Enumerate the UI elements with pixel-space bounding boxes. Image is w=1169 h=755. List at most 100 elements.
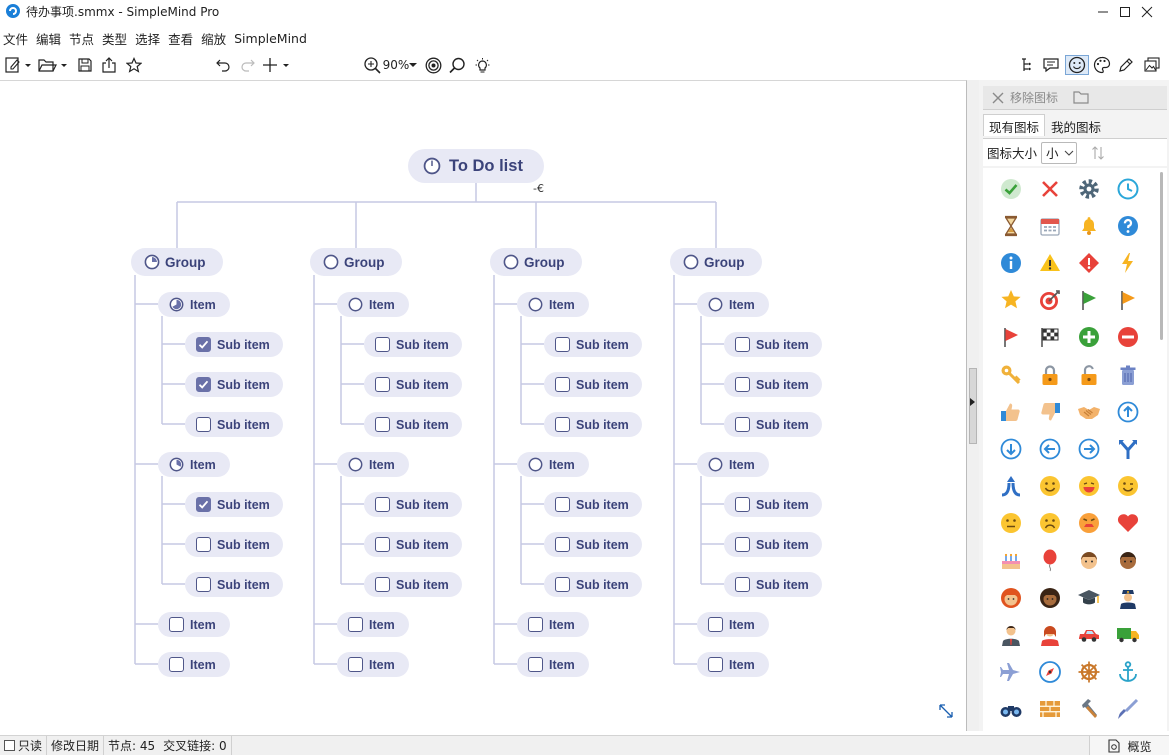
sub-item-node[interactable]: Sub item [364, 532, 462, 557]
icon-library-item[interactable] [1108, 430, 1147, 467]
new-document-button[interactable] [3, 55, 35, 75]
menu-type[interactable]: 类型 [102, 29, 127, 48]
sub-item-checkbox[interactable] [196, 577, 211, 592]
icon-library-item[interactable] [1108, 505, 1147, 542]
item-node[interactable]: Item [517, 652, 589, 677]
icon-library-item[interactable] [991, 393, 1030, 430]
icon-library-item[interactable] [991, 170, 1030, 207]
sub-item-checkbox[interactable] [555, 537, 570, 552]
root-progress-icon[interactable] [423, 157, 441, 175]
sub-item-node[interactable]: Sub item [724, 332, 822, 357]
item-progress-icon[interactable] [348, 297, 363, 312]
sub-item-node[interactable]: Sub item [544, 332, 642, 357]
close-button[interactable] [1125, 0, 1169, 24]
icon-library-item[interactable] [1108, 170, 1147, 207]
group-node[interactable]: Group [490, 248, 582, 276]
item-progress-icon[interactable] [169, 297, 184, 312]
item-node[interactable]: Item [697, 292, 769, 317]
icon-library-item[interactable] [991, 207, 1030, 244]
group-progress-icon[interactable] [144, 254, 160, 270]
icon-library-item[interactable] [1108, 579, 1147, 616]
icon-size-select[interactable]: 小 [1041, 142, 1077, 164]
icon-library-item[interactable] [1030, 282, 1069, 319]
icon-library-item[interactable] [991, 505, 1030, 542]
sub-item-node[interactable]: Sub item [185, 412, 283, 437]
item-checkbox[interactable] [528, 617, 543, 632]
collapse-marker[interactable]: -€ [533, 182, 544, 195]
sub-item-node[interactable]: Sub item [724, 492, 822, 517]
icon-library-item[interactable] [1069, 579, 1108, 616]
icon-library-item[interactable] [1108, 282, 1147, 319]
group-node[interactable]: Group [670, 248, 762, 276]
outline-view-button[interactable] [1016, 55, 1036, 75]
sub-item-node[interactable]: Sub item [544, 412, 642, 437]
icon-library-item[interactable] [1030, 393, 1069, 430]
icon-library-item[interactable] [991, 542, 1030, 579]
sub-item-checkbox[interactable] [735, 537, 750, 552]
item-progress-icon[interactable] [528, 457, 543, 472]
icon-library-item[interactable] [1069, 653, 1108, 690]
icon-library-item[interactable] [991, 244, 1030, 281]
icon-library-item[interactable] [1069, 393, 1108, 430]
sub-item-node[interactable]: Sub item [544, 532, 642, 557]
sub-item-node[interactable]: Sub item [724, 532, 822, 557]
notes-button[interactable] [1040, 55, 1062, 75]
menu-node[interactable]: 节点 [69, 29, 94, 48]
icon-library-item[interactable] [1030, 616, 1069, 653]
favorite-button[interactable] [124, 55, 144, 75]
sub-item-checkbox[interactable] [375, 497, 390, 512]
item-node[interactable]: Item [158, 652, 230, 677]
sub-item-checkbox[interactable] [555, 377, 570, 392]
item-progress-icon[interactable] [708, 297, 723, 312]
icon-library-item[interactable] [1069, 282, 1108, 319]
add-node-button[interactable] [262, 55, 294, 75]
sub-item-node[interactable]: Sub item [364, 372, 462, 397]
icon-library-item[interactable] [1030, 356, 1069, 393]
splitter-handle[interactable] [969, 368, 977, 444]
panel-splitter[interactable] [967, 80, 979, 731]
icon-library-item[interactable] [1030, 653, 1069, 690]
brainstorm-button[interactable] [472, 55, 492, 75]
readonly-toggle[interactable]: 只读 [0, 736, 47, 755]
icon-library-item[interactable] [1108, 244, 1147, 281]
item-checkbox[interactable] [708, 617, 723, 632]
sub-item-node[interactable]: Sub item [544, 492, 642, 517]
icon-library-item[interactable] [1108, 207, 1147, 244]
item-progress-icon[interactable] [708, 457, 723, 472]
sub-item-checkbox[interactable] [555, 577, 570, 592]
sub-item-node[interactable]: Sub item [724, 572, 822, 597]
sub-item-checkbox[interactable] [375, 417, 390, 432]
item-node[interactable]: Item [158, 452, 230, 477]
root-node[interactable]: To Do list [408, 149, 544, 183]
sub-item-checkbox[interactable] [555, 417, 570, 432]
icon-library-item[interactable] [991, 468, 1030, 505]
icon-library-item[interactable] [991, 579, 1030, 616]
icon-library-item[interactable] [1030, 319, 1069, 356]
icon-library-item[interactable] [1108, 356, 1147, 393]
sub-item-node[interactable]: Sub item [724, 412, 822, 437]
sub-item-checkbox[interactable] [735, 417, 750, 432]
item-node[interactable]: Item [337, 292, 409, 317]
sub-item-checkbox[interactable] [196, 497, 211, 512]
menu-simplemind[interactable]: SimpleMind [234, 31, 307, 46]
icon-library-item[interactable] [1069, 468, 1108, 505]
item-node[interactable]: Item [337, 652, 409, 677]
icon-library-item[interactable] [1069, 542, 1108, 579]
icon-library-item[interactable] [1030, 579, 1069, 616]
undo-button[interactable] [213, 55, 233, 75]
menu-zoom[interactable]: 缩放 [201, 29, 226, 48]
menu-select[interactable]: 选择 [135, 29, 160, 48]
overview-button[interactable]: 概览 [1089, 736, 1169, 755]
share-button[interactable] [99, 55, 119, 75]
icon-library-item[interactable] [1069, 207, 1108, 244]
item-node[interactable]: Item [517, 452, 589, 477]
sub-item-node[interactable]: Sub item [364, 412, 462, 437]
item-progress-icon[interactable] [528, 297, 543, 312]
sub-item-checkbox[interactable] [196, 417, 211, 432]
icon-library-item[interactable] [1108, 542, 1147, 579]
item-node[interactable]: Item [517, 612, 589, 637]
group-progress-icon[interactable] [503, 254, 519, 270]
tab-existing-icons[interactable]: 现有图标 [983, 114, 1045, 136]
icon-library-item[interactable] [1030, 542, 1069, 579]
remove-icon-button[interactable]: 移除图标 [991, 89, 1058, 106]
